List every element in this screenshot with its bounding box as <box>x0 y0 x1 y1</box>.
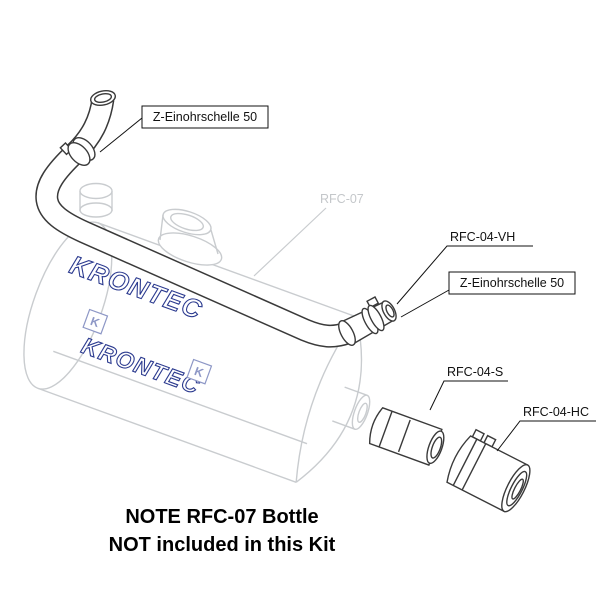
label-box-clamp-top <box>141 105 269 129</box>
bottle-neck-port <box>79 182 113 218</box>
label-rfc-04-hc: RFC-04-HC <box>523 405 589 419</box>
note-line-2: NOT included in this Kit <box>109 534 336 556</box>
bottle-outlet-stub <box>332 386 371 431</box>
brand-logo-mark-2: K <box>186 358 213 385</box>
vent-hose <box>35 89 351 348</box>
label-rfc-04-s: RFC-04-S <box>447 365 503 379</box>
label-box-clamp-right <box>448 271 576 295</box>
hose-coupling-hc <box>446 428 531 513</box>
leader-clamp-right <box>400 289 450 318</box>
label-rfc-04-vh: RFC-04-VH <box>450 230 515 244</box>
note-line-1: NOTE RFC-07 Bottle <box>125 506 318 528</box>
hose-clamp-right <box>361 296 385 335</box>
hose-end-rim <box>89 89 117 107</box>
leader-rfc-07 <box>253 207 327 277</box>
hose-clamp-top <box>59 137 96 166</box>
label-clamp-right: Z-Einohrschelle 50 <box>460 276 564 290</box>
label-clamp-top: Z-Einohrschelle 50 <box>153 110 257 124</box>
leader-clamp-top <box>99 117 143 153</box>
label-rfc-07: RFC-07 <box>320 192 364 206</box>
elbow-fitting-s <box>368 407 445 466</box>
brand-logo-mark-1: K <box>82 308 109 335</box>
leader-rfc-04-vh <box>396 245 533 305</box>
brand-text-lower: KRONTEC <box>78 332 204 399</box>
leader-rfc-04-s <box>429 380 508 411</box>
bottle-filler-cap <box>157 208 223 266</box>
leader-rfc-04-hc <box>496 420 596 452</box>
